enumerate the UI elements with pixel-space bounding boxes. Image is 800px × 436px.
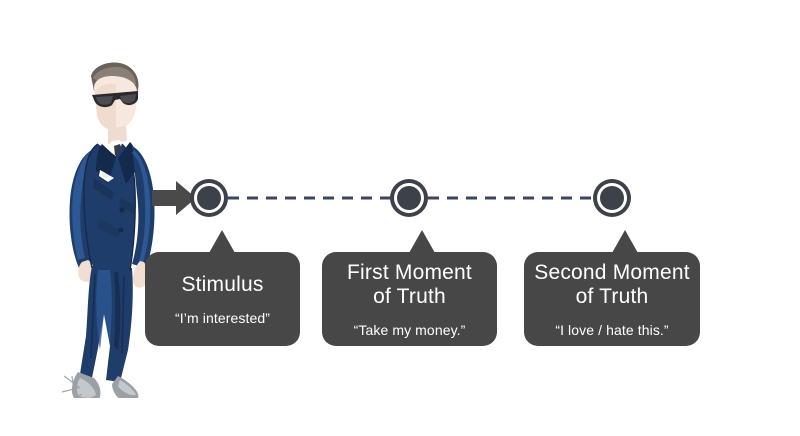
- callout-first-moment-of-truth[interactable]: First Moment of Truth “Take my money.”: [322, 230, 497, 346]
- node-core: [397, 186, 421, 210]
- callout-quote: “I’m interested”: [175, 310, 270, 327]
- node-second-moment-of-truth[interactable]: [593, 179, 631, 217]
- callout-stimulus[interactable]: Stimulus “I’m interested”: [145, 230, 300, 346]
- node-core: [197, 186, 221, 210]
- callout-second-moment-of-truth[interactable]: Second Moment of Truth “I love / hate th…: [524, 230, 700, 346]
- callout-tail: [409, 230, 435, 253]
- callout-title: Stimulus: [181, 272, 264, 296]
- callout-title: Second Moment of Truth: [534, 261, 690, 308]
- callout-tail: [612, 230, 638, 253]
- node-stimulus[interactable]: [190, 179, 228, 217]
- man-in-blue-suit-illustration: [58, 58, 173, 405]
- node-first-moment-of-truth[interactable]: [390, 179, 428, 217]
- callout-quote: “I love / hate this.”: [555, 322, 669, 339]
- node-core: [600, 186, 624, 210]
- callout-title: First Moment of Truth: [347, 261, 472, 308]
- callout-tail: [209, 230, 235, 253]
- entry-arrow-icon: [152, 181, 196, 215]
- callout-quote: “Take my money.”: [353, 322, 466, 339]
